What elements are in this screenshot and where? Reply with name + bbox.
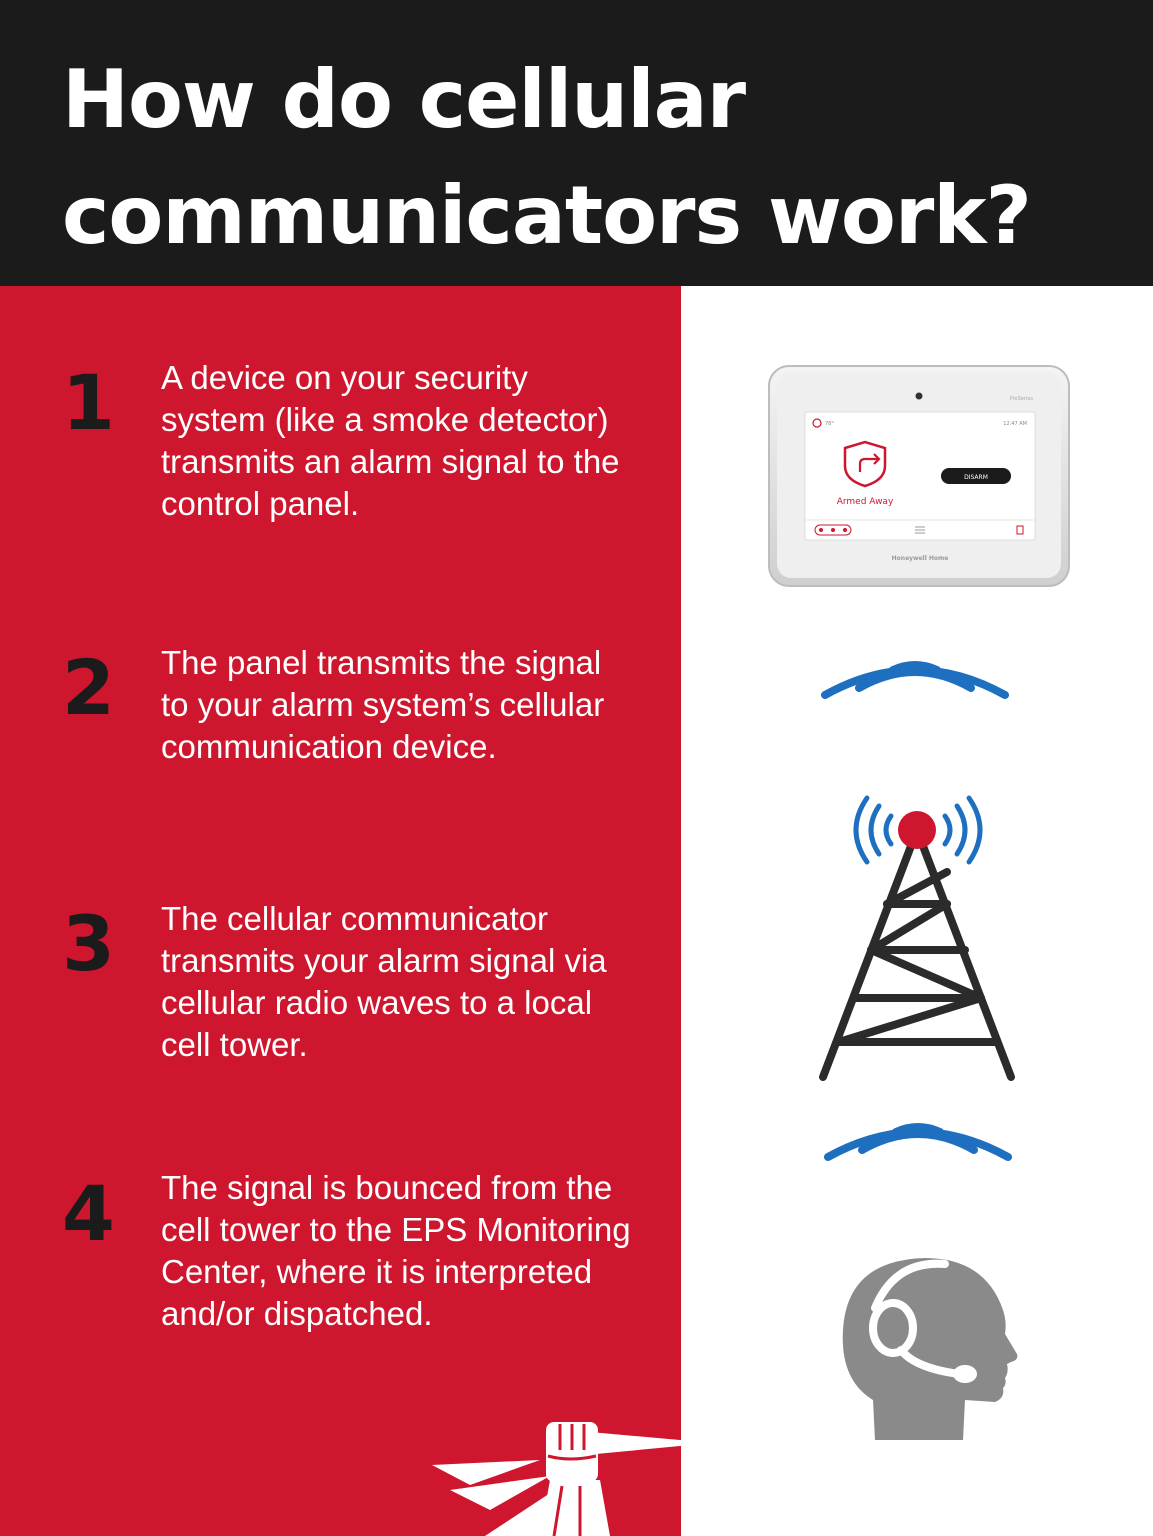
radio-waves-icon [853, 795, 983, 865]
page-title: How do cellular communicators work? [62, 42, 1032, 274]
step-2-text: The panel transmits the signal to your a… [161, 644, 605, 765]
microphone-boom [897, 1346, 963, 1378]
tower-beacon [898, 811, 936, 849]
disarm-button[interactable] [941, 468, 1011, 484]
step-2-number: 2 [62, 643, 115, 732]
step-4-text: The signal is bounced from the cell towe… [161, 1169, 631, 1332]
operator-headset-icon [835, 1250, 1025, 1450]
panel-temp: 78° [825, 421, 834, 427]
step-1-text: A device on your security system (like a… [161, 359, 620, 522]
menu-icon[interactable] [915, 526, 925, 534]
panel-time: 12:47 AM [1003, 421, 1027, 427]
headband [871, 1259, 949, 1312]
header-bar: How do cellular communicators work? [0, 0, 1153, 286]
steps-panel [0, 286, 681, 1536]
eps-logo-icon [430, 1410, 735, 1536]
camera-dot [915, 392, 923, 400]
step-1-number: 1 [62, 358, 115, 447]
control-panel-image: 78° 12:47 AM ProSeries Armed Away DISARM… [765, 362, 1075, 592]
armed-status-label: Armed Away [837, 497, 894, 507]
brand-label: Honeywell Home [892, 555, 949, 562]
status-icon [812, 418, 822, 428]
shield-icon [843, 440, 887, 488]
title-line-1: How do cellular [62, 53, 746, 146]
panel-model: ProSeries [1010, 396, 1034, 402]
cell-tower-icon [815, 792, 1020, 1087]
step-4-number: 4 [62, 1169, 115, 1258]
wireless-signal-icon-2 [818, 1112, 1018, 1197]
title-line-2: communicators work? [62, 169, 1032, 262]
wireless-signal-icon [815, 650, 1015, 735]
arrow-icon [858, 453, 881, 472]
step-3-number: 3 [62, 899, 115, 988]
step-3-text: The cellular communicator transmits your… [161, 900, 607, 1063]
disarm-button-label: DISARM [964, 474, 988, 481]
home-icon[interactable] [1016, 525, 1024, 535]
emergency-buttons[interactable] [814, 524, 852, 536]
